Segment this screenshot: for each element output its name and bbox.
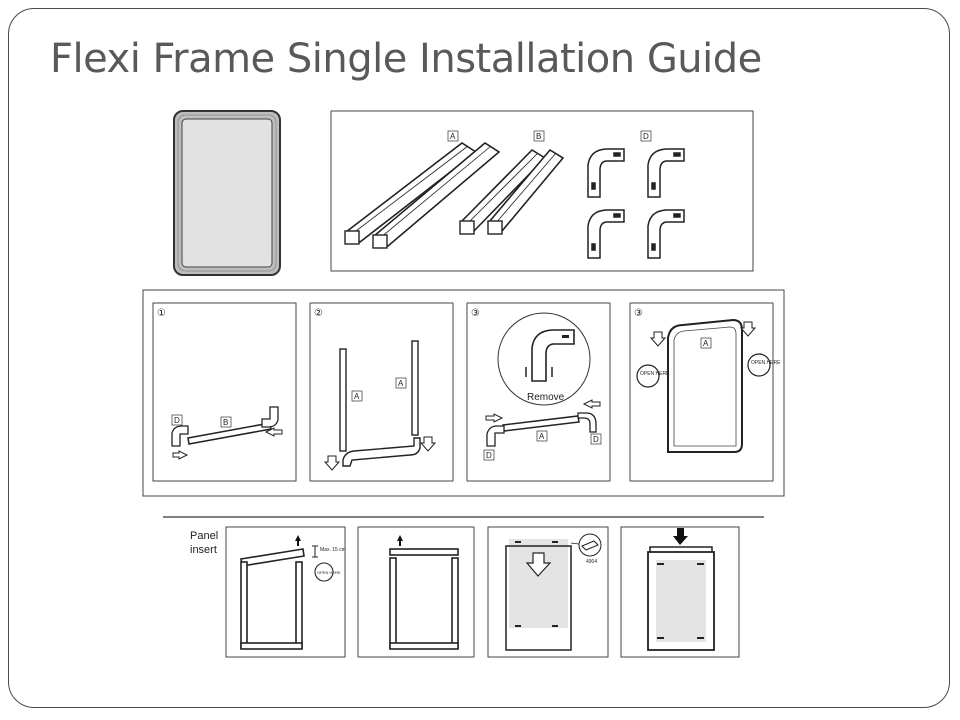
step-3-label-d-left: D <box>486 451 492 460</box>
remove-callout: Remove <box>527 392 565 403</box>
insert-step-4-panel <box>620 526 740 658</box>
parts-label-d: D <box>643 132 649 141</box>
step-1-panel: ① D B <box>152 302 297 482</box>
insert-step-1-panel: Max. 15 cm OPEN HERE <box>225 526 346 658</box>
parts-box: A B D <box>330 110 754 272</box>
rail-b-pair <box>459 148 565 235</box>
step-3-number: ③ <box>471 308 480 319</box>
step-2-label-a-right: A <box>398 379 404 388</box>
step-3-label-a: A <box>539 432 545 441</box>
step-2-number: ② <box>314 308 323 319</box>
max-note-text: Max. 15 cm <box>320 547 346 553</box>
corner-connectors-d <box>587 148 685 259</box>
step-4-panel: ③ A OPEN HERE OPEN HERE <box>629 302 781 482</box>
panel-insert-label-line2: insert <box>190 544 217 556</box>
open-here-left-text: OPEN HERE <box>640 371 670 377</box>
slide-title: Flexi Frame Single Installation Guide <box>50 36 762 82</box>
step-3-label-d-right: D <box>593 435 599 444</box>
step-4-label-a: A <box>703 339 709 348</box>
step-2-panel: ② A A <box>309 302 454 482</box>
step-1-label-b: B <box>223 418 228 427</box>
insert-open-tag-text: OPEN HERE <box>317 570 341 575</box>
insert-step-3-panel: 4904 <box>487 526 609 658</box>
rail-a-pair <box>344 142 501 249</box>
slide-frame <box>8 8 950 708</box>
parts-label-a: A <box>450 132 456 141</box>
parts-label-b: B <box>536 132 541 141</box>
open-here-right-text: OPEN HERE <box>751 360 781 366</box>
step-1-label-d: D <box>174 416 180 425</box>
open-here-tag-right <box>747 353 771 377</box>
step-2-label-a-left: A <box>354 392 360 401</box>
insert-code-text: 4904 <box>586 559 597 565</box>
step-1-number: ① <box>157 308 166 319</box>
step-3-panel: ③ Remove A D D <box>466 302 611 482</box>
step-4-number: ③ <box>634 308 643 319</box>
insert-step-2-panel <box>357 526 475 658</box>
panel-insert-label-line1: Panel <box>190 530 218 542</box>
assembled-frame-illustration <box>173 110 281 276</box>
open-here-tag-left <box>636 364 660 388</box>
